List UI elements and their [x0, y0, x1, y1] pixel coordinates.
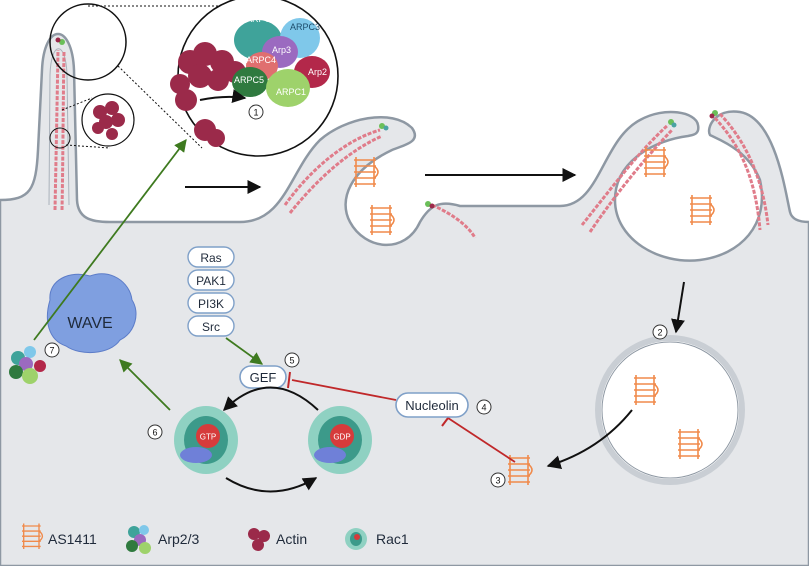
gef-label: GEF	[250, 370, 277, 385]
arrow-gdp-to-gtp	[222, 386, 319, 411]
legend: AS1411 Arp2/3 Actin Rac1	[21, 522, 409, 554]
as1411-aptamer	[643, 146, 669, 178]
upstream-stack: Ras PAK1 PI3K Src	[187, 246, 235, 337]
arrow-arp23-activation	[33, 138, 187, 341]
upstream-pi3k: PI3K	[198, 297, 224, 311]
actin-filaments	[53, 49, 770, 239]
arrow-rac1-wave	[119, 359, 171, 411]
step-1-label: 1	[253, 108, 258, 118]
upstream-src: Src	[202, 320, 220, 334]
label-arpc5: ARPC5	[234, 75, 264, 85]
legend-rac1: Rac1	[376, 531, 409, 547]
label-arpc3: ARPC3	[290, 22, 320, 32]
wave-label: WAVE	[67, 315, 112, 332]
arp23-complex-detail: ARPC2 ARPC3 Arp3 ARPC4 Arp2 ARPC5 ARPC1 …	[170, 14, 330, 147]
step-5-label: 5	[289, 356, 294, 366]
rac1-icon	[345, 528, 367, 550]
label-arpc1: ARPC1	[276, 87, 306, 97]
rac1-gdp: GDP	[308, 406, 372, 474]
step-4-label: 4	[481, 403, 486, 413]
arrow-internalization	[671, 281, 685, 334]
tip-complexes	[55, 37, 718, 209]
arrow-gtp-to-gdp	[225, 477, 318, 493]
actin-cluster-small	[92, 101, 125, 140]
arrow-upstream-gef	[225, 337, 264, 365]
legend-actin: Actin	[276, 531, 307, 547]
inhibition-nucleolin-gef	[291, 379, 397, 401]
endosome	[595, 335, 745, 485]
upstream-ras: Ras	[200, 251, 221, 265]
zoom-circle-tip	[49, 3, 127, 81]
label-arpc2: ARPC2	[246, 14, 276, 24]
step-6-label: 6	[152, 428, 157, 438]
legend-as1411: AS1411	[48, 531, 97, 547]
as1411-aptamer	[369, 204, 395, 236]
step-3-label: 3	[495, 476, 500, 486]
arp23-icon	[126, 525, 151, 554]
rac1-gtp: GTP	[174, 406, 238, 474]
label-arp3: Arp3	[272, 45, 291, 55]
legend-arp23: Arp2/3	[158, 531, 199, 547]
arp23-complex-small	[9, 346, 46, 384]
gdp-label: GDP	[333, 433, 350, 442]
step-7-label: 7	[49, 346, 54, 356]
as1411-aptamer	[689, 194, 715, 226]
inhibition-as1411-nucleolin	[447, 417, 516, 463]
arrow-release	[546, 409, 633, 469]
upstream-pak1: PAK1	[196, 274, 226, 288]
nucleolin-label: Nucleolin	[405, 398, 458, 413]
label-arpc4: ARPC4	[246, 55, 276, 65]
gtp-label: GTP	[200, 433, 216, 442]
step-2-label: 2	[657, 328, 662, 338]
actin-icon	[248, 528, 270, 551]
label-arp2: Arp2	[308, 67, 327, 77]
nucleolin-node	[395, 392, 469, 418]
